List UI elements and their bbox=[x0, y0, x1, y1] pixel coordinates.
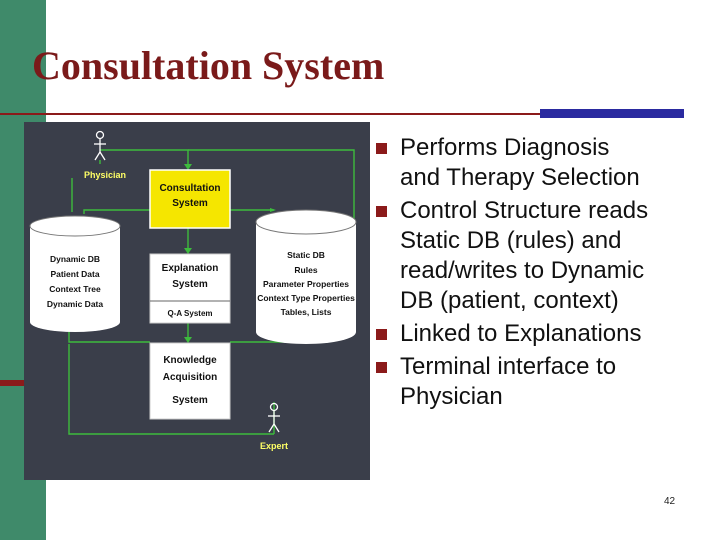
consultation-system-box bbox=[149, 169, 231, 229]
knowledge-box-line-1: Knowledge bbox=[163, 355, 217, 366]
knowledge-box-line-3: System bbox=[172, 395, 208, 406]
title-accent-block bbox=[540, 109, 684, 118]
static-db-cylinder bbox=[255, 209, 357, 344]
expert-figure-icon bbox=[268, 402, 280, 433]
static-db-title: Static DB bbox=[287, 250, 325, 260]
physician-figure-icon bbox=[94, 130, 106, 161]
title-underline bbox=[0, 113, 540, 115]
static-db-item-1: Rules bbox=[294, 265, 317, 275]
bullet-marker-icon bbox=[376, 143, 387, 154]
dynamic-db-item-1: Patient Data bbox=[50, 269, 99, 279]
explanation-box-line-1: Explanation bbox=[162, 263, 219, 274]
bullet-marker-icon bbox=[376, 362, 387, 373]
physician-label: Physician bbox=[84, 170, 126, 180]
bullet-marker-icon bbox=[376, 206, 387, 217]
page-number: 42 bbox=[664, 496, 676, 507]
dynamic-db-item-3: Dynamic Data bbox=[47, 299, 103, 309]
bullet-item: Performs Diagnosis and Therapy Selection bbox=[376, 133, 706, 193]
static-db-item-2: Parameter Properties bbox=[263, 279, 349, 289]
bullet-marker-icon bbox=[376, 329, 387, 340]
static-db-item-4: Tables, Lists bbox=[281, 307, 332, 317]
explanation-system-box bbox=[149, 253, 231, 324]
knowledge-box-line-2: Acquisition bbox=[163, 372, 217, 383]
bullet-item: Control Structure reads Static DB (rules… bbox=[376, 196, 706, 316]
expert-label: Expert bbox=[260, 441, 288, 451]
bullet-list: Performs Diagnosis and Therapy Selection… bbox=[376, 133, 706, 415]
left-accent-mark bbox=[0, 380, 30, 386]
consultation-box-line-1: Consultation bbox=[159, 183, 220, 194]
explanation-box-line-2: System bbox=[172, 279, 208, 290]
slide-title: Consultation System bbox=[32, 43, 385, 88]
static-db-item-3: Context Type Properties bbox=[257, 293, 355, 303]
bullet-item: Linked to Explanations bbox=[376, 319, 706, 349]
consultation-box-line-2: System bbox=[172, 198, 208, 209]
dynamic-db-title: Dynamic DB bbox=[50, 254, 100, 264]
bullet-item: Terminal interface to Physician bbox=[376, 352, 706, 412]
dynamic-db-item-2: Context Tree bbox=[49, 284, 101, 294]
architecture-diagram: Physician Expert Consultation System Exp… bbox=[24, 122, 370, 480]
qa-system-label: Q-A System bbox=[167, 309, 212, 318]
knowledge-acquisition-box bbox=[149, 342, 231, 420]
dynamic-db-cylinder bbox=[29, 215, 121, 332]
